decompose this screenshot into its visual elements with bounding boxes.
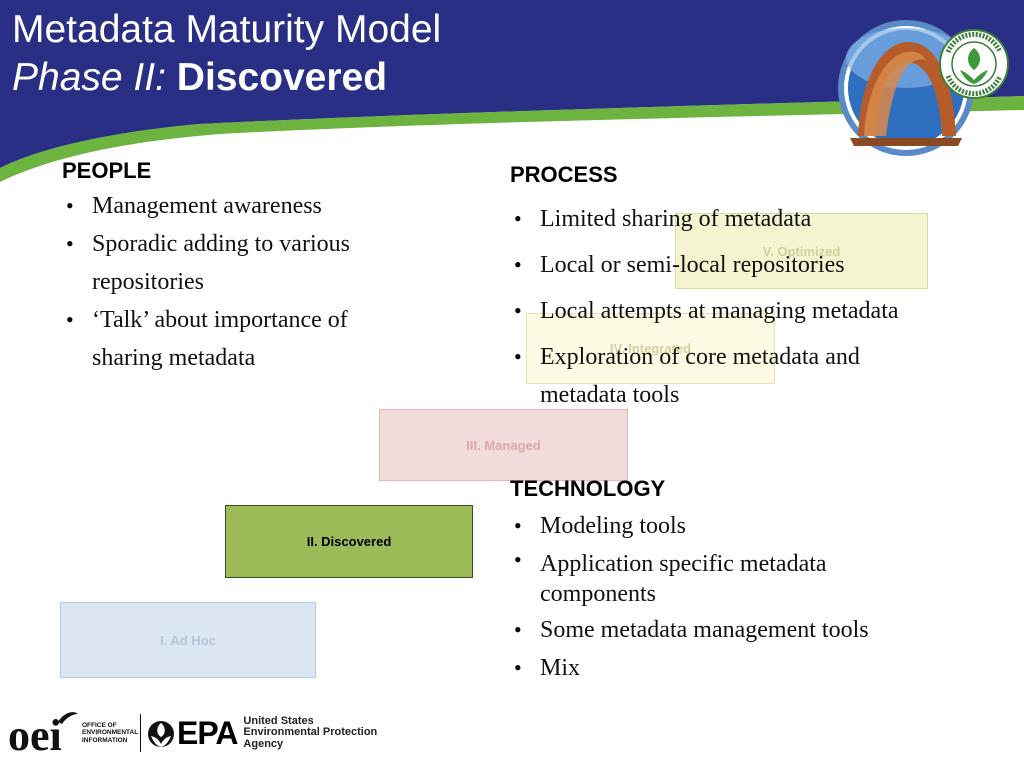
svg-text:oei: oei	[8, 711, 62, 756]
list-item: Management awareness	[62, 187, 422, 225]
epa-logo: EPA United States Environmental Protecti…	[147, 715, 377, 752]
arch-photo-icon	[846, 28, 966, 146]
list-item: Some metadata management tools	[510, 611, 940, 649]
process-list: Limited sharing of metadata Local or sem…	[510, 200, 940, 414]
people-list: Management awareness Sporadic adding to …	[62, 187, 422, 377]
technology-list: Modeling tools Application specific meta…	[510, 507, 940, 687]
slide-title: Metadata Maturity Model	[12, 8, 442, 51]
stair-level-3: III. Managed	[379, 409, 628, 481]
slide-subtitle: Phase II: Discovered	[12, 56, 387, 100]
epa-wordmark: EPA	[177, 714, 238, 751]
process-heading: PROCESS	[510, 162, 618, 187]
list-item: ‘Talk’ about importance of sharing metad…	[62, 301, 422, 377]
footer-logos: oei OFFICE OF ENVIRONMENTAL INFORMATION …	[8, 708, 377, 760]
stair-level-2: II. Discovered	[225, 505, 473, 578]
list-item: Exploration of core metadata and metadat…	[510, 338, 940, 414]
list-item: Limited sharing of metadata	[510, 200, 940, 238]
phase-name: Discovered	[176, 56, 388, 99]
epa-flower-icon	[148, 721, 174, 747]
people-heading: PEOPLE	[62, 158, 152, 183]
epa-agency-name: United States Environmental Protection A…	[243, 714, 378, 750]
epa-seal-icon	[939, 29, 1009, 99]
list-item: Modeling tools	[510, 507, 940, 545]
footer-divider	[140, 714, 141, 752]
stair-level-1: I. Ad Hoc	[60, 602, 316, 678]
technology-heading: TECHNOLOGY	[510, 476, 666, 501]
list-item: Application specific metadata components	[510, 545, 940, 609]
seal-group	[836, 18, 1020, 163]
phase-label: Phase II:	[12, 56, 166, 99]
list-item: Mix	[510, 649, 940, 687]
oei-logo-icon: oei	[8, 710, 80, 760]
oei-label: OFFICE OF ENVIRONMENTAL INFORMATION	[82, 721, 139, 744]
list-item: Sporadic adding to various repositories	[62, 225, 422, 301]
list-item: Local or semi-local repositories	[510, 246, 940, 284]
list-item: Local attempts at managing metadata	[510, 292, 940, 330]
